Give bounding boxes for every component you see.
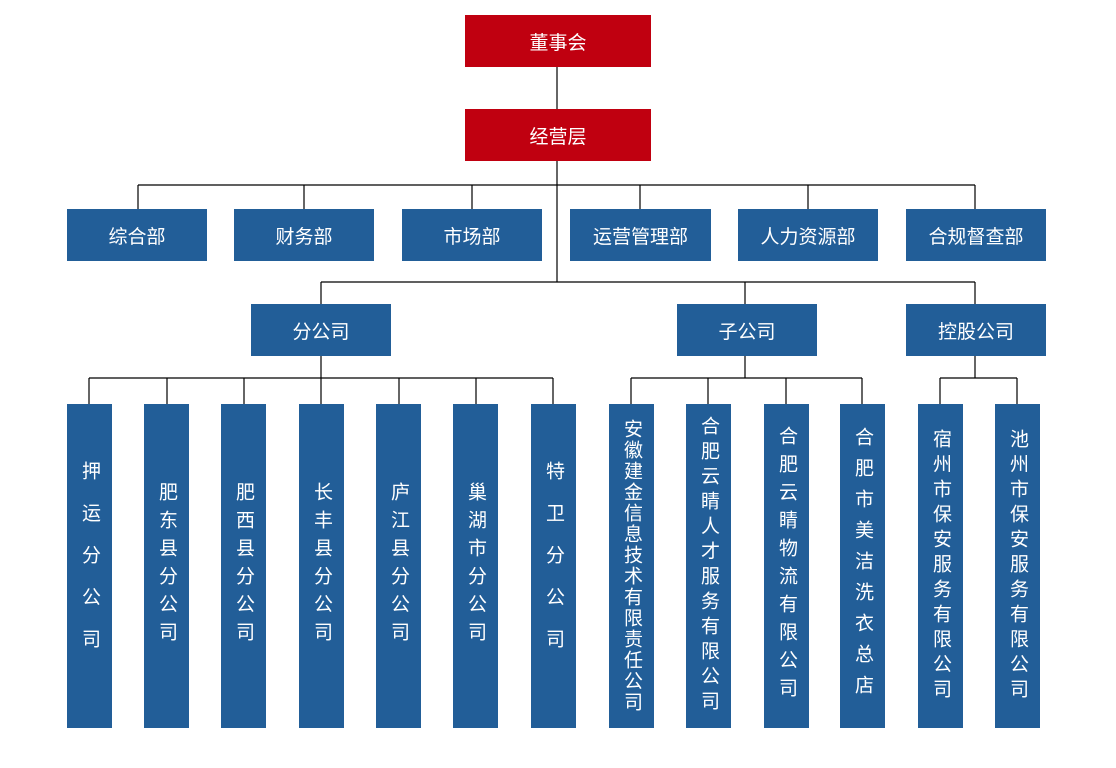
branch-box: 特卫分公司 [531, 404, 576, 728]
subsidiary-box: 合肥云睛人才服务有限公司 [686, 404, 731, 728]
branch-box: 押运分公司 [67, 404, 112, 728]
holding-box: 宿州市保安服务有限公司 [918, 404, 963, 728]
branch-label: 特卫分公司 [543, 461, 565, 671]
subsidiary-label: 合肥云睛物流有限公司 [776, 426, 798, 706]
dept-box: 综合部 [67, 209, 207, 261]
branch-label: 肥东县分公司 [156, 482, 178, 650]
branch-label: 押运分公司 [79, 461, 101, 671]
holding-label: 宿州市保安服务有限公司 [930, 428, 952, 704]
subsidiary-box: 合肥云睛物流有限公司 [764, 404, 809, 728]
subsidiary-label: 安徽建金信息技术有限责任公司 [621, 419, 643, 713]
branch-label: 庐江县分公司 [388, 482, 410, 650]
subsidiary-group-label: 子公司 [718, 320, 776, 343]
dept-box: 合规督查部 [906, 209, 1046, 261]
subsidiary-box: 合肥市美洁洗衣总店 [840, 404, 885, 728]
branch-label: 肥西县分公司 [233, 482, 255, 650]
management-label: 经营层 [529, 125, 587, 148]
management-box: 经营层 [465, 109, 651, 161]
dept-label: 人力资源部 [760, 225, 856, 248]
holding-box: 池州市保安服务有限公司 [995, 404, 1040, 728]
branch-box: 长丰县分公司 [299, 404, 344, 728]
branch-group-label: 分公司 [292, 320, 350, 343]
dept-label: 市场部 [443, 225, 501, 248]
branch-label: 长丰县分公司 [311, 482, 333, 650]
branch-box: 肥西县分公司 [221, 404, 266, 728]
holding-label: 池州市保安服务有限公司 [1007, 428, 1029, 704]
subsidiary-label: 合肥市美洁洗衣总店 [852, 426, 874, 706]
dept-label: 综合部 [108, 225, 166, 248]
subsidiary-group-box: 子公司 [677, 304, 817, 356]
board-box: 董事会 [465, 15, 651, 67]
dept-box: 财务部 [234, 209, 374, 261]
branch-box: 肥东县分公司 [144, 404, 189, 728]
dept-label: 运营管理部 [592, 225, 688, 248]
branch-group-box: 分公司 [251, 304, 391, 356]
holding-group-label: 控股公司 [937, 320, 1014, 343]
dept-label: 合规督查部 [928, 225, 1024, 248]
holding-group-box: 控股公司 [906, 304, 1046, 356]
dept-box: 市场部 [402, 209, 542, 261]
dept-box: 运营管理部 [570, 209, 711, 261]
dept-label: 财务部 [275, 225, 333, 248]
subsidiary-label: 合肥云睛人才服务有限公司 [698, 416, 720, 716]
board-label: 董事会 [529, 31, 587, 54]
branch-box: 庐江县分公司 [376, 404, 421, 728]
subsidiary-box: 安徽建金信息技术有限责任公司 [609, 404, 654, 728]
dept-box: 人力资源部 [738, 209, 878, 261]
branch-box: 巢湖市分公司 [453, 404, 498, 728]
branch-label: 巢湖市分公司 [465, 482, 487, 650]
